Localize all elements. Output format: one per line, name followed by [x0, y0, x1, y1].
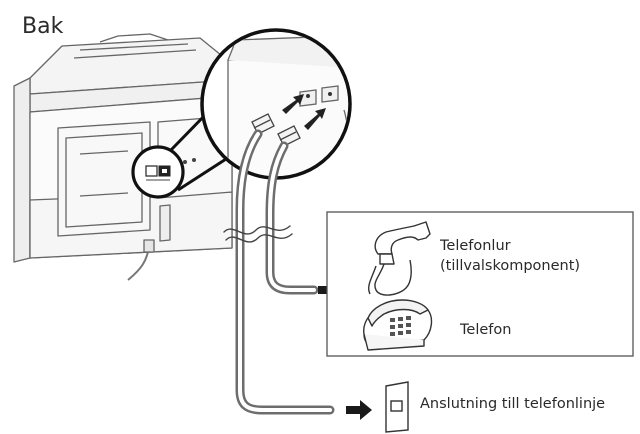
telephone-label: Telefon: [460, 322, 512, 338]
printer-icon: [13, 33, 233, 281]
telephone-cables: [223, 129, 335, 415]
diagram-title: Bak: [22, 14, 64, 39]
handset-label-optional: (tillvalskomponent): [440, 258, 581, 274]
telephone-icon: [363, 299, 433, 351]
wall-jack-icon: [385, 381, 409, 433]
handset-label: Telefonlur: [440, 238, 511, 254]
port-highlight-circle: [131, 145, 185, 199]
arrow-icon: [282, 94, 304, 114]
arrow-icon: [346, 400, 372, 420]
arrow-icon: [304, 108, 326, 130]
wall-jack-label: Anslutning till telefonlinje: [420, 396, 606, 412]
handset-icon: [367, 221, 431, 296]
